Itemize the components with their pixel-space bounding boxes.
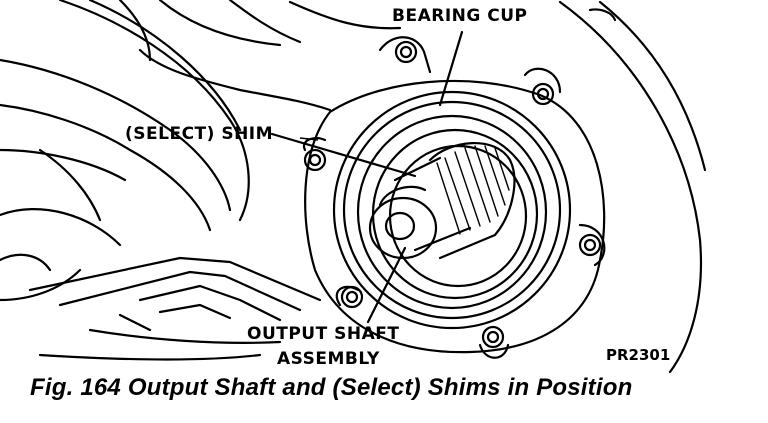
bolt: [481, 325, 505, 349]
bolt: [340, 285, 364, 309]
bolt: [303, 148, 327, 172]
shaft-end: [368, 196, 438, 260]
case-contour: [58, 0, 250, 222]
bearing-cup-bore: [332, 90, 572, 330]
label-assembly: ASSEMBLY: [277, 349, 380, 369]
housing-top-edge: [288, 0, 402, 30]
figure-caption: Fig. 164 Output Shaft and (Select) Shims…: [30, 374, 633, 401]
bolt: [578, 233, 602, 257]
housing-outline: [558, 0, 703, 374]
label-select-shim: (SELECT) SHIM: [125, 124, 274, 144]
label-output-shaft: OUTPUT SHAFT: [247, 324, 400, 344]
case-rib: [28, 256, 322, 302]
leader-bearing-cup: [438, 30, 464, 107]
label-bearing-cup: BEARING CUP: [392, 6, 528, 26]
leader-output-shaft: [366, 246, 407, 324]
bolt: [394, 40, 418, 64]
bolt: [531, 82, 555, 106]
leader-select-shim: [270, 132, 417, 178]
figure-code: PR2301: [606, 346, 671, 364]
retainer-flange: [304, 79, 606, 354]
output-shaft: [428, 141, 516, 260]
housing-outline-inner: [598, 0, 707, 172]
